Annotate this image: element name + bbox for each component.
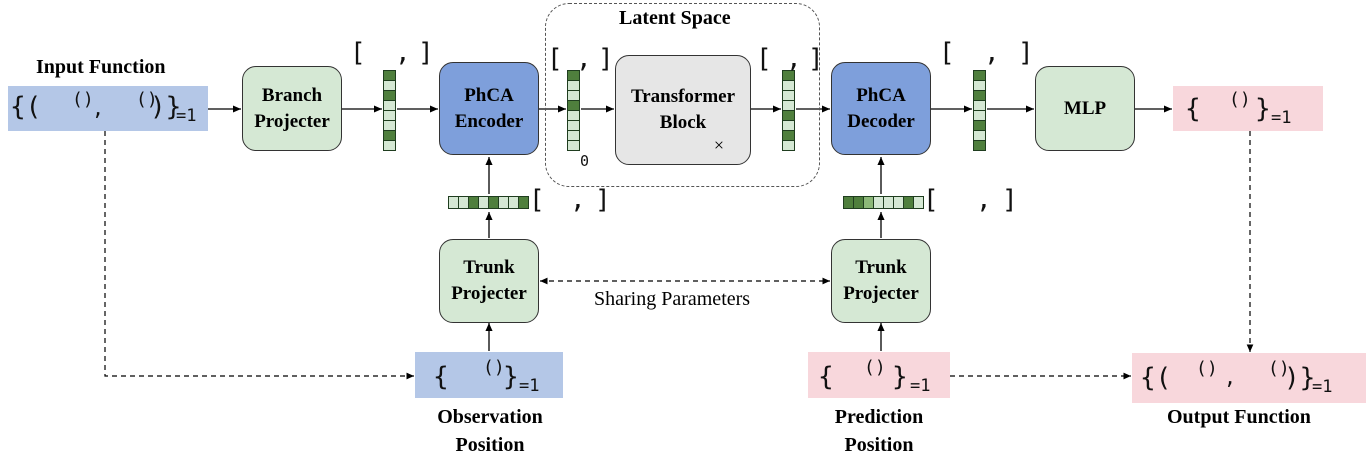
sharing-parameters-label: Sharing Parameters (594, 288, 751, 310)
observation-formula: { () } =1 (415, 352, 563, 398)
trunk-projecter-right-block: Trunk Projecter (831, 239, 931, 323)
output-function-formula: {( () , () )} =1 (1132, 353, 1366, 403)
transformer-repeat-symbol: × (713, 135, 724, 155)
branch-projecter-block: Branch Projecter (242, 66, 342, 151)
prediction-position-label: Prediction Position (834, 406, 924, 456)
trunk-right-token-vector (843, 196, 924, 209)
output-function-label: Output Function (1167, 406, 1311, 428)
decoder-output-vector (973, 70, 986, 151)
phca-encoder-block: PhCA Encoder (439, 62, 539, 155)
latent-space-title: Latent Space (619, 7, 731, 29)
latent-index-label: 0 (580, 152, 590, 170)
observation-position-label: Observation Position (437, 406, 543, 456)
input-function-formula: {( () , () )} =1 (8, 86, 208, 131)
latent-space-region (545, 3, 820, 187)
input-function-label: Input Function (36, 56, 166, 78)
branch-token-vector (383, 70, 396, 151)
trunk-left-token-vector (448, 196, 529, 209)
mlp-block: MLP (1035, 66, 1135, 151)
prediction-formula: { () } =1 (808, 352, 950, 398)
transformer-block: Transformer Block × (615, 55, 751, 165)
trunk-projecter-left-block: Trunk Projecter (439, 239, 539, 323)
latent-input-vector (567, 70, 580, 151)
mlp-output-formula: { () } =1 (1173, 86, 1323, 131)
phca-decoder-block: PhCA Decoder (831, 62, 931, 155)
transformer-block-label: Transformer Block (630, 86, 736, 133)
latent-output-vector (782, 70, 795, 151)
dashed-input-to-observation (104, 131, 414, 380)
